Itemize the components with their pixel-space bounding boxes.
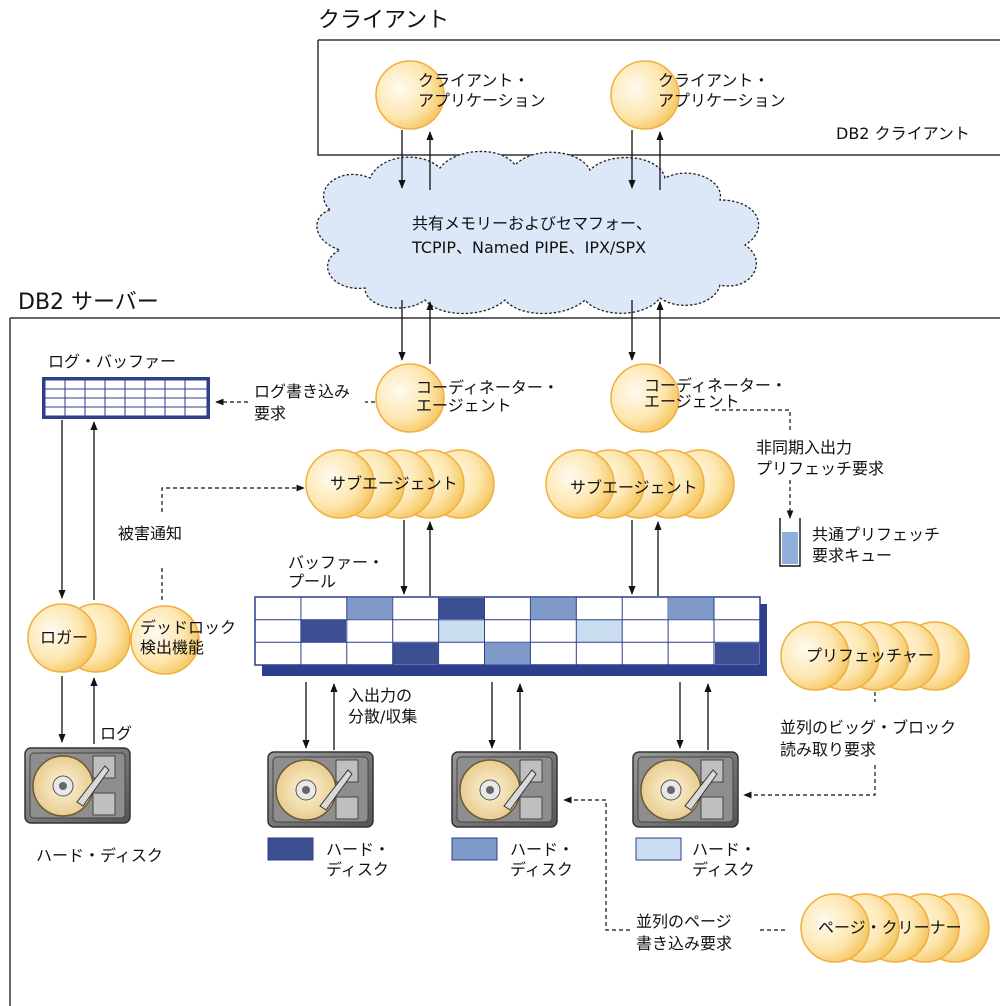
- client-title: クライアント: [318, 8, 450, 33]
- buffer-pool-line1: バッファー・: [288, 553, 385, 572]
- coordinator-2-line1: コーディネーター・: [644, 376, 787, 395]
- network-cloud: [316, 150, 760, 315]
- hard-disk-3-shape: [451, 751, 558, 828]
- coordinator-1-line2: エージェント: [416, 396, 512, 415]
- hard-disk-1-shape: [24, 747, 131, 824]
- server-box: [9, 317, 1000, 1006]
- coordinator-2-line2: エージェント: [644, 392, 740, 411]
- legend-swatch-mid: [451, 837, 498, 861]
- prefetch-queue-line2: 要求キュー: [812, 546, 893, 565]
- subagent-2-label: サブエージェント: [570, 478, 698, 497]
- hard-disk-4-shape: [632, 751, 739, 828]
- client-box-label: DB2 クライアント: [836, 124, 970, 143]
- legend-3-line1: ハード・: [692, 840, 757, 859]
- hard-disk-2-shape: [267, 751, 374, 828]
- log-label: ログ: [100, 724, 133, 743]
- scatter-gather-line2: 分散/収集: [348, 707, 418, 726]
- deadlock-line1: デッドロック: [140, 618, 237, 637]
- damage-notice-label: 被害通知: [118, 524, 183, 543]
- log-buffer-label: ログ・バッファー: [48, 352, 177, 371]
- coordinator-1-line1: コーディネーター・: [416, 378, 559, 397]
- buffer-pool-grid: [254, 596, 767, 676]
- prefetcher-label: プリフェッチャー: [806, 646, 934, 665]
- hard-disk-label: ハード・ディスク: [36, 846, 163, 865]
- legend-1-line1: ハード・: [326, 840, 391, 859]
- client-app-2-line1: クライアント・: [658, 71, 770, 90]
- legend-swatch-light: [635, 837, 682, 861]
- async-io-line2: プリフェッチ要求: [756, 459, 885, 478]
- legend-2-line2: ディスク: [510, 860, 573, 879]
- page-write-line2: 書き込み要求: [636, 934, 733, 953]
- log-buffer-grid: [42, 377, 210, 419]
- deadlock-line2: 検出機能: [140, 638, 205, 657]
- big-block-line2: 読み取り要求: [780, 740, 877, 759]
- client-app-1-line1: クライアント・: [418, 71, 530, 90]
- scatter-gather-line1: 入出力の: [348, 686, 413, 705]
- legend-2-line1: ハード・: [510, 840, 575, 859]
- prefetch-queue-shape: [779, 518, 801, 567]
- page-cleaner-label: ページ・クリーナー: [818, 918, 962, 937]
- page-write-line1: 並列のページ: [636, 912, 732, 931]
- logger-label: ロガー: [40, 628, 89, 647]
- log-write-request-line2: 要求: [254, 404, 287, 423]
- buffer-pool-line2: プール: [288, 572, 337, 591]
- server-title: DB2 サーバー: [18, 290, 159, 315]
- client-app-2-line2: アプリケーション: [658, 91, 786, 110]
- async-io-line1: 非同期入出力: [756, 438, 853, 457]
- network-line2: TCPIP、Named PIPE、IPX/SPX: [412, 238, 647, 257]
- prefetch-queue-line1: 共通プリフェッチ: [812, 525, 941, 544]
- network-line1: 共有メモリーおよびセマフォー、: [412, 214, 652, 233]
- legend-1-line2: ディスク: [326, 860, 389, 879]
- client-box: [317, 39, 1000, 156]
- subagent-1-label: サブエージェント: [330, 474, 458, 493]
- log-write-request-line1: ログ書き込み: [254, 382, 351, 401]
- big-block-line1: 並列のビッグ・ブロック: [780, 718, 957, 737]
- client-app-1-line2: アプリケーション: [418, 91, 546, 110]
- legend-3-line2: ディスク: [692, 860, 755, 879]
- legend-swatch-dark: [267, 837, 314, 861]
